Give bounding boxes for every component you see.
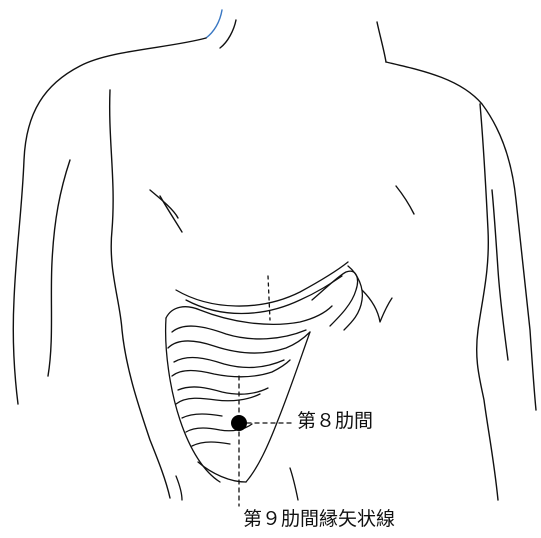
right-torso-side xyxy=(477,104,498,500)
lower-right-line xyxy=(290,468,298,500)
right-shoulder xyxy=(386,62,536,410)
rib-3 xyxy=(172,360,290,377)
rib-cage xyxy=(166,262,392,500)
lower-left-line xyxy=(176,476,182,500)
acupoint-marker xyxy=(231,415,247,431)
costal-margin-right xyxy=(246,332,310,482)
right-pectoral xyxy=(396,186,414,214)
reference-lines xyxy=(239,376,292,506)
right-costal-edge xyxy=(362,290,392,322)
neck-right-line xyxy=(377,22,386,62)
rib-4 xyxy=(176,394,260,404)
sagittal-line-label: 第９肋間縁矢状線 xyxy=(243,510,395,529)
rib-4-lower xyxy=(182,414,222,418)
rib-1-lower xyxy=(172,326,306,339)
neck-left-inner xyxy=(220,20,236,48)
right-arm-inner xyxy=(492,190,508,360)
rib-5-lower xyxy=(192,442,230,446)
left-underarm xyxy=(160,196,182,232)
intercostal-label: 第８肋間 xyxy=(297,412,373,431)
body-outline xyxy=(13,10,536,500)
left-torso-side xyxy=(110,90,170,498)
left-arm-inner xyxy=(48,160,70,376)
rib-2-lower xyxy=(174,358,284,368)
rib-1 xyxy=(166,306,332,324)
rib-3-lower xyxy=(178,387,268,394)
rib-top-arch xyxy=(176,262,348,306)
sternum-line xyxy=(268,276,270,320)
right-costal-curl-1 xyxy=(312,271,358,326)
neck-left-line xyxy=(206,10,222,38)
